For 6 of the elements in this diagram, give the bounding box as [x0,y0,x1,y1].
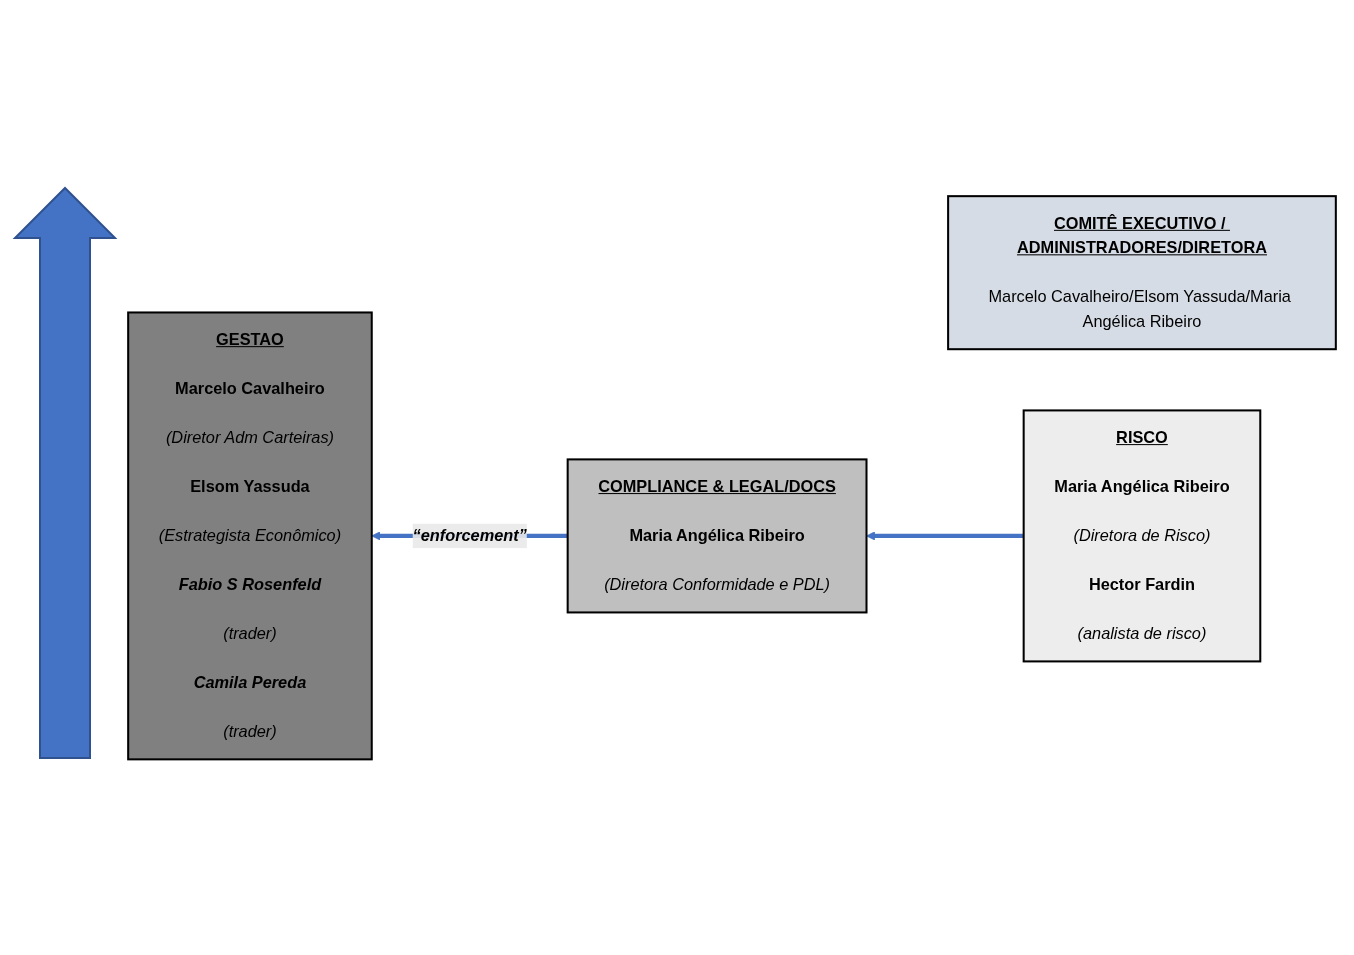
node-box: COMPLIANCE & LEGAL/DOCS Maria Angélica Ribeiro (Diretora Conformidade e PDL) [566,458,868,614]
edge-label: “enforcement” [412,526,527,544]
node-box: COMITÊ EXECUTIVO / ADMINISTRADORES/DIRETORA Marcelo Cavalheiro/Elsom Yassuda/Maria Angélica Ribeiro [947,194,1337,350]
arrow [866,531,1024,541]
node-box: RISCO Maria Angélica Ribeiro (Diretora de Risco) Hector Fardin (analista de risco) [1022,409,1262,663]
node-box: GESTAO Marcelo Cavalheiro (Diretor Adm Carteiras) Elsom Yassuda (Estrategista Econômico) Fabio S Rosenfeld (trader) Camila Pereda (trader) [127,311,373,761]
